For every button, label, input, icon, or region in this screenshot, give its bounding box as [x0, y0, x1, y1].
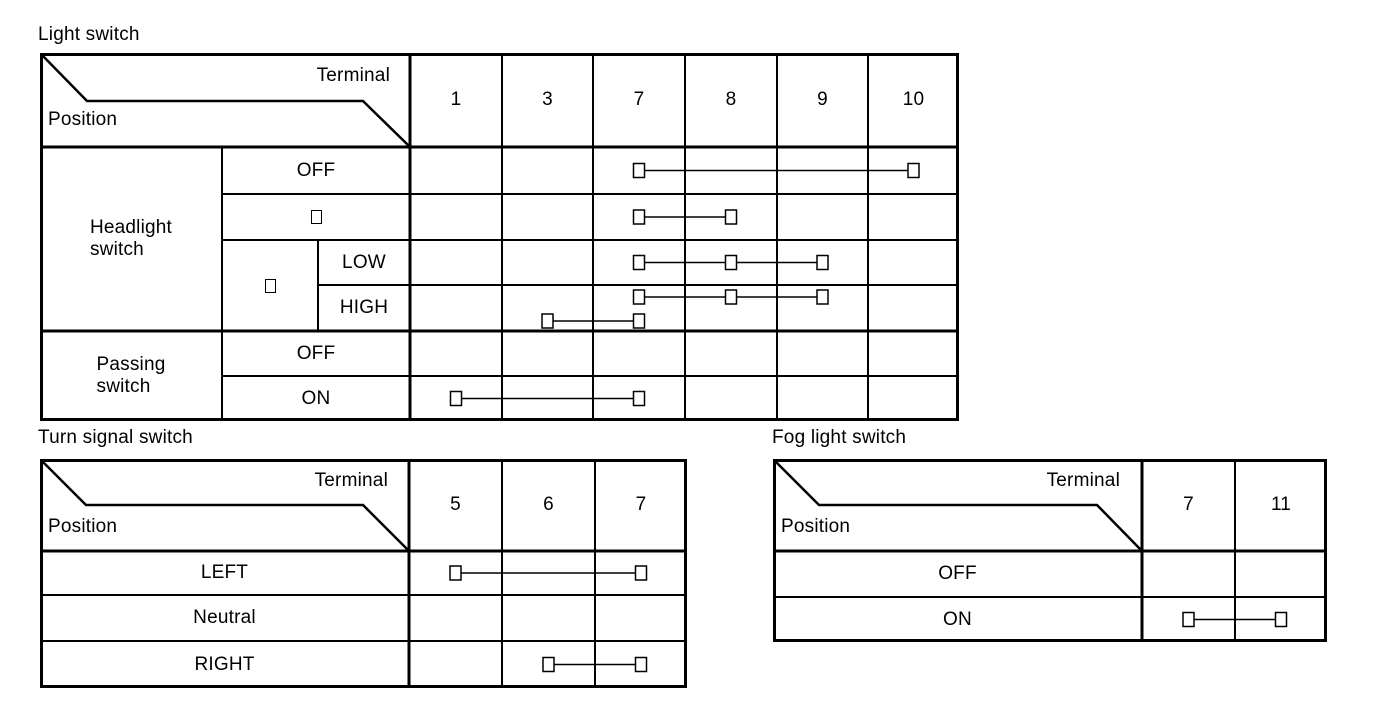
terminal-contact-square [632, 390, 646, 407]
row-label-fog-off: OFF [938, 563, 977, 585]
row-label-left: LEFT [200, 562, 249, 584]
terminal-contact-square [724, 254, 738, 271]
fog-light-switch-title: Fog light switch [772, 427, 907, 448]
terminal-contact-square [816, 254, 829, 271]
terminal-contact-square [632, 313, 646, 329]
terminal-contact-square [907, 162, 920, 179]
terminal-contact-square [449, 565, 462, 581]
terminal-column-header-9: 9 [817, 89, 828, 111]
terminal-column-header-11: 11 [1270, 494, 1292, 516]
light-switch-title: Light switch [38, 24, 140, 45]
terminal-contact-square [724, 289, 738, 305]
row-symbol-cell-position-light [222, 194, 410, 240]
terminal-column-header-7: 7 [635, 494, 647, 516]
row-label-low-beam: LOW [342, 251, 386, 273]
terminal-column-header-3: 3 [542, 89, 553, 111]
terminal-contact-square [542, 656, 555, 673]
header-diagonal-line [40, 53, 410, 147]
terminal-contact-square [632, 162, 646, 179]
terminal-column-header-10: 10 [902, 89, 925, 111]
terminal-contact-square [816, 289, 829, 305]
terminal-column-header-5: 5 [450, 494, 461, 516]
fog-light-switch-table: Terminal Position 7 11 OFF ON [773, 459, 1327, 642]
row-label-high-beam: HIGH [339, 297, 389, 319]
turn-signal-switch-grid [40, 459, 687, 688]
light-switch-table: Terminal Position 1 3 7 8 9 10 Headlight… [40, 53, 959, 421]
terminal-header-label: Terminal [1046, 470, 1120, 491]
terminal-contact-square [632, 254, 646, 271]
terminal-contact-square [632, 209, 646, 225]
turn-signal-switch-table: Terminal Position 5 6 7 LEFT Neutral RIG… [40, 459, 687, 688]
terminal-header-label: Terminal [314, 470, 388, 491]
header-diagonal-line [40, 459, 409, 551]
terminal-contact-square [634, 565, 648, 581]
terminal-column-header-7: 7 [1183, 494, 1194, 516]
turn-signal-switch-title: Turn signal switch [38, 427, 193, 448]
terminal-column-header-8: 8 [725, 89, 737, 111]
light-switch-grid [40, 53, 959, 421]
header-diagonal-line [773, 459, 1142, 551]
terminal-contact-square [1182, 611, 1195, 628]
terminal-contact-square [634, 656, 648, 673]
group-label-passing-switch: Passing switch [96, 354, 166, 397]
fog-light-switch-grid [773, 459, 1327, 642]
group-symbol-cell-beam [222, 240, 318, 331]
headlight-beam-symbol-icon [264, 278, 276, 293]
terminal-contact-square [724, 209, 738, 225]
position-header-label: Position [48, 109, 118, 130]
terminal-header-label: Terminal [316, 65, 390, 86]
row-label-passing-on: ON [301, 387, 331, 409]
group-label-headlight-switch: Headlight switch [89, 217, 173, 260]
terminal-contact-square [632, 289, 646, 305]
row-label-headlight-off: OFF [296, 159, 336, 181]
position-header-label: Position [48, 516, 118, 537]
position-light-symbol-icon [310, 210, 322, 224]
row-label-right: RIGHT [194, 653, 255, 675]
row-label-neutral: Neutral [193, 607, 256, 629]
table-outer-border [40, 459, 687, 688]
terminal-column-header-6: 6 [543, 494, 554, 516]
terminal-column-header-7: 7 [633, 89, 645, 111]
table-outer-border [40, 53, 959, 421]
terminal-contact-square [1274, 611, 1288, 628]
position-header-label: Position [781, 516, 851, 537]
row-label-fog-on: ON [943, 608, 972, 630]
row-label-passing-off: OFF [296, 342, 336, 364]
terminal-contact-square [449, 390, 463, 407]
terminal-column-header-1: 1 [450, 89, 462, 111]
terminal-contact-square [541, 313, 554, 329]
